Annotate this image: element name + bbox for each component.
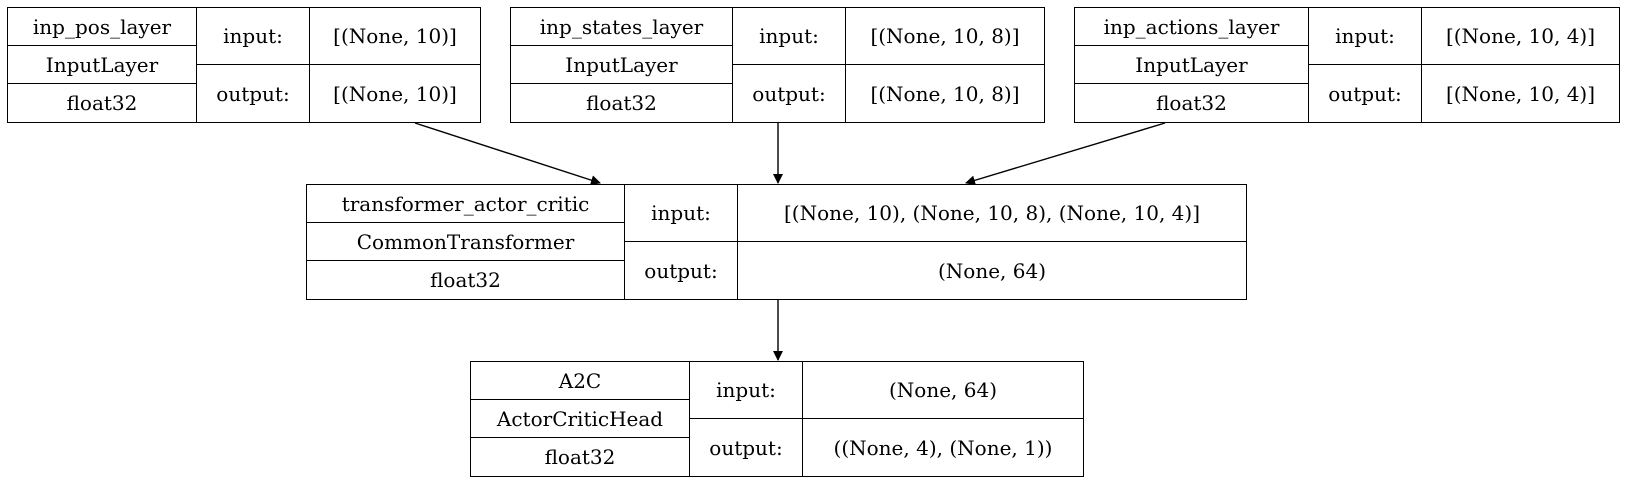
input-label: input: [197, 8, 309, 65]
output-label: output: [1328, 81, 1402, 106]
node-transformer-actor-critic: transformer_actor_critic CommonTransform… [306, 184, 1247, 300]
node-type: ActorCriticHead [471, 400, 689, 438]
node-dtype: float32 [1156, 91, 1227, 115]
input-shape: [(None, 10, 8)] [846, 8, 1044, 65]
node-dtype: float32 [430, 268, 501, 292]
node-a2c: A2C ActorCriticHead float32 input: outpu… [470, 361, 1084, 477]
input-shape: [(None, 10), (None, 10, 8), (None, 10, 4… [738, 185, 1246, 242]
edge-inp-pos-to-transformer [414, 122, 601, 185]
node-dtype: float32 [544, 445, 616, 469]
node-dtype: float32 [586, 91, 657, 115]
input-shape: (None, 64) [803, 362, 1083, 419]
edge-inp-actions-to-transformer [965, 122, 1166, 186]
node-name: inp_states_layer [511, 8, 732, 46]
node-inp-states-layer: inp_states_layer InputLayer float32 inpu… [510, 7, 1045, 123]
input-label: input: [690, 362, 802, 419]
output-label: output: [752, 81, 826, 106]
input-shape: [(None, 10)] [310, 8, 480, 65]
output-shape: (None, 64) [937, 258, 1047, 283]
input-label: input: [733, 8, 845, 65]
node-dtype: float32 [66, 91, 138, 115]
node-name: inp_pos_layer [8, 8, 196, 46]
input-label: input: [625, 185, 737, 242]
node-type: InputLayer [1075, 46, 1308, 84]
node-type: InputLayer [8, 46, 196, 84]
node-type: CommonTransformer [307, 223, 624, 261]
node-name: A2C [471, 362, 689, 400]
output-label: output: [709, 435, 783, 460]
input-shape: [(None, 10, 4)] [1422, 8, 1619, 65]
input-label: input: [1309, 8, 1421, 65]
node-type: InputLayer [511, 46, 732, 84]
node-inp-pos-layer: inp_pos_layer InputLayer float32 input: … [7, 7, 481, 123]
node-inp-actions-layer: inp_actions_layer InputLayer float32 inp… [1074, 7, 1620, 123]
output-shape: [(None, 10, 4)] [1445, 81, 1596, 106]
node-name: inp_actions_layer [1075, 8, 1308, 46]
output-shape: ((None, 4), (None, 1)) [833, 435, 1053, 460]
output-label: output: [644, 258, 718, 283]
output-shape: [(None, 10, 8)] [870, 81, 1020, 106]
output-label: output: [216, 81, 290, 106]
node-name: transformer_actor_critic [307, 185, 624, 223]
output-shape: [(None, 10)] [333, 81, 457, 106]
